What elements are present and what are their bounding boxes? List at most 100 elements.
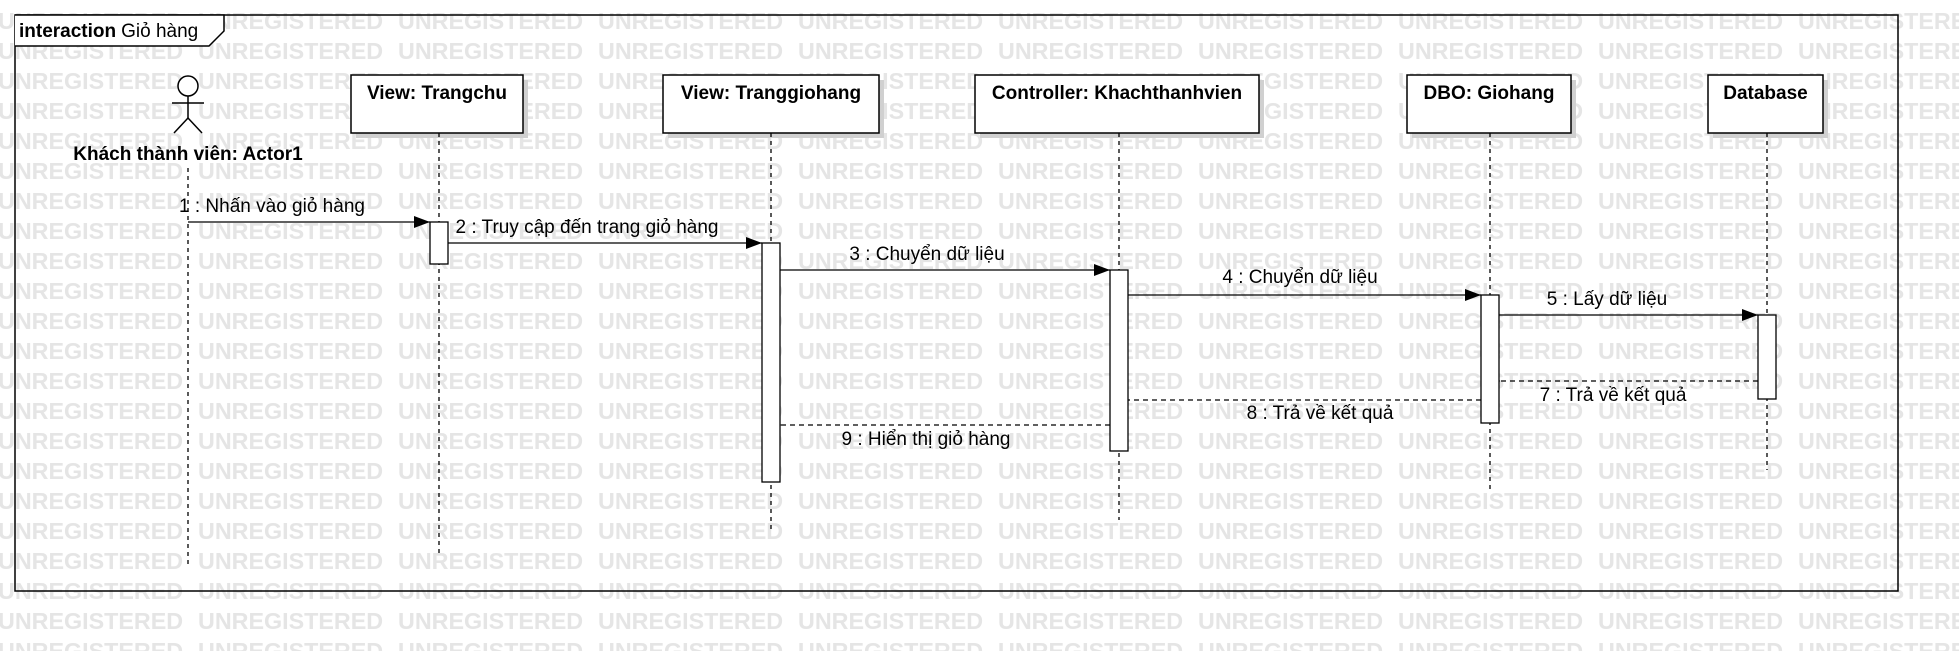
- watermark-text: UNREGISTERED: [798, 38, 983, 64]
- watermark-text: UNREGISTERED: [1198, 188, 1383, 214]
- watermark-text: UNREGISTERED: [1398, 638, 1583, 651]
- watermark-text: UNREGISTERED: [1598, 38, 1783, 64]
- watermark-text: UNREGISTERED: [1798, 38, 1959, 64]
- message-3: 3 : Chuyển dữ liệu: [780, 244, 1110, 276]
- watermark-text: UNREGISTERED: [398, 488, 583, 514]
- watermark-text: UNREGISTERED: [798, 608, 983, 634]
- activation-bar: [1109, 269, 1129, 452]
- messages: 1 : Nhấn vào giỏ hàng 2 : Truy cập đến tr…: [179, 196, 1776, 450]
- watermark-text: UNREGISTERED: [998, 308, 1183, 334]
- watermark-text: UNREGISTERED: [1798, 638, 1959, 651]
- watermark-text: UNREGISTERED: [398, 308, 583, 334]
- frame-border: [14, 14, 1899, 592]
- watermark-text: UNREGISTERED: [1798, 338, 1959, 364]
- watermark-text: UNREGISTERED: [998, 368, 1183, 394]
- watermark-text: UNREGISTERED: [798, 218, 983, 244]
- watermark-text: UNREGISTERED: [798, 278, 983, 304]
- watermark-text: UNREGISTERED: [1198, 38, 1383, 64]
- watermark-text: UNREGISTERED: [998, 8, 1183, 34]
- watermark-text: UNREGISTERED: [198, 608, 383, 634]
- watermark-text: UNREGISTERED: [1598, 218, 1783, 244]
- watermark-text: UNREGISTERED: [1598, 188, 1783, 214]
- watermark-text: UNREGISTERED: [198, 38, 383, 64]
- watermark-text: UNREGISTERED: [1198, 308, 1383, 334]
- lifeline-dbo: DBO: Giohang: [1406, 74, 1576, 490]
- watermark-text: UNREGISTERED: [1598, 248, 1783, 274]
- watermark-text: UNREGISTERED: [998, 428, 1183, 454]
- watermark-text: UNREGISTERED: [1598, 518, 1783, 544]
- watermark-text: UNREGISTERED: [998, 458, 1183, 484]
- watermark-text: UNREGISTERED: [0, 158, 183, 184]
- lifeline-box: [1707, 74, 1824, 134]
- watermark-text: UNREGISTERED: [1198, 8, 1383, 34]
- watermark-text: UNREGISTERED: [1198, 458, 1383, 484]
- watermark-text: UNREGISTERED: [0, 608, 183, 634]
- watermark-text: UNREGISTERED: [598, 518, 783, 544]
- watermark-text: UNREGISTERED: [598, 368, 783, 394]
- message-label: 4 : Chuyển dữ liệu: [1222, 267, 1377, 288]
- watermark-text: UNREGISTERED: [0, 308, 183, 334]
- message-1: 1 : Nhấn vào giỏ hàng: [179, 196, 430, 228]
- message-5: 5 : Lấy dữ liệu: [1499, 289, 1758, 321]
- message-7: 8 : Trả về kết quả: [1128, 400, 1481, 424]
- watermark-text: UNREGISTERED: [398, 158, 583, 184]
- watermark-text: UNREGISTERED: [598, 608, 783, 634]
- watermark-text: UNREGISTERED: [1398, 8, 1583, 34]
- watermark-text: UNREGISTERED: [1198, 548, 1383, 574]
- message-label: 3 : Chuyển dữ liệu: [849, 244, 1004, 265]
- watermark-text: UNREGISTERED: [1798, 368, 1959, 394]
- watermark-text: UNREGISTERED: [998, 338, 1183, 364]
- watermark-text: UNREGISTERED: [198, 8, 383, 34]
- watermark-text: UNREGISTERED: [998, 158, 1183, 184]
- message-label: 8 : Trả về kết quả: [1247, 403, 1394, 424]
- watermark-text: UNREGISTERED: [998, 608, 1183, 634]
- watermark-text: UNREGISTERED: [598, 338, 783, 364]
- watermark-text: UNREGISTERED: [1798, 308, 1959, 334]
- watermark-text: UNREGISTERED: [598, 308, 783, 334]
- watermark-text: UNREGISTERED: [598, 8, 783, 34]
- watermark-text: UNREGISTERED: [398, 338, 583, 364]
- watermark-text: UNREGISTERED: [1398, 488, 1583, 514]
- lifeline-label: View: Tranggiohang: [681, 83, 861, 104]
- lifeline-tranggiohang: View: Tranggiohang: [662, 74, 884, 530]
- watermark-text: UNREGISTERED: [1598, 338, 1783, 364]
- watermark-text: UNREGISTERED: [1798, 488, 1959, 514]
- watermark-text: UNREGISTERED: [0, 428, 183, 454]
- watermark-text: UNREGISTERED: [598, 188, 783, 214]
- watermark-text: UNREGISTERED: [798, 8, 983, 34]
- watermark-text: UNREGISTERED: [398, 278, 583, 304]
- watermark-text: UNREGISTERED: [798, 308, 983, 334]
- watermark-text: UNREGISTERED: [1398, 518, 1583, 544]
- message-2: 2 : Truy cập đến trang giỏ hàng: [448, 217, 762, 249]
- watermark-text: UNREGISTERED: [798, 158, 983, 184]
- watermark-text: UNREGISTERED: [1798, 548, 1959, 574]
- watermark-text: UNREGISTERED: [598, 248, 783, 274]
- watermark-text: UNREGISTERED: [598, 548, 783, 574]
- watermark-text: UNREGISTERED: [398, 548, 583, 574]
- activation-bar: [1757, 314, 1777, 400]
- watermark-text: UNREGISTERED: [1798, 8, 1959, 34]
- watermark-text: UNREGISTERED: [1798, 428, 1959, 454]
- watermark-text: UNREGISTERED: [198, 458, 383, 484]
- watermark-text: UNREGISTERED: [1598, 428, 1783, 454]
- watermark-text: UNREGISTERED: [1798, 278, 1959, 304]
- watermark-text: UNREGISTERED: [1198, 638, 1383, 651]
- watermark-text: UNREGISTERED: [0, 68, 183, 94]
- watermark-text: UNREGISTERED: [398, 398, 583, 424]
- watermark-text: UNREGISTERED: [798, 428, 983, 454]
- lifeline-controller: Controller: Khachthanhvien: [974, 74, 1264, 520]
- watermark-text: UNREGISTERED: [398, 428, 583, 454]
- activation-bars: [429, 221, 1777, 483]
- watermark-text: UNREGISTERED: [1198, 278, 1383, 304]
- message-label: 2 : Truy cập đến trang giỏ hàng: [455, 217, 718, 238]
- watermark-text: UNREGISTERED: [0, 278, 183, 304]
- watermark-text: UNREGISTERED: [1798, 188, 1959, 214]
- watermark-text: UNREGISTERED: [1598, 398, 1783, 424]
- frame-name: Giỏ hàng: [121, 21, 198, 42]
- activation-bar: [761, 242, 781, 483]
- watermark-text: UNREGISTERED: [598, 158, 783, 184]
- watermark-text: UNREGISTERED: [998, 488, 1183, 514]
- lifeline-label: View: Trangchu: [367, 83, 507, 104]
